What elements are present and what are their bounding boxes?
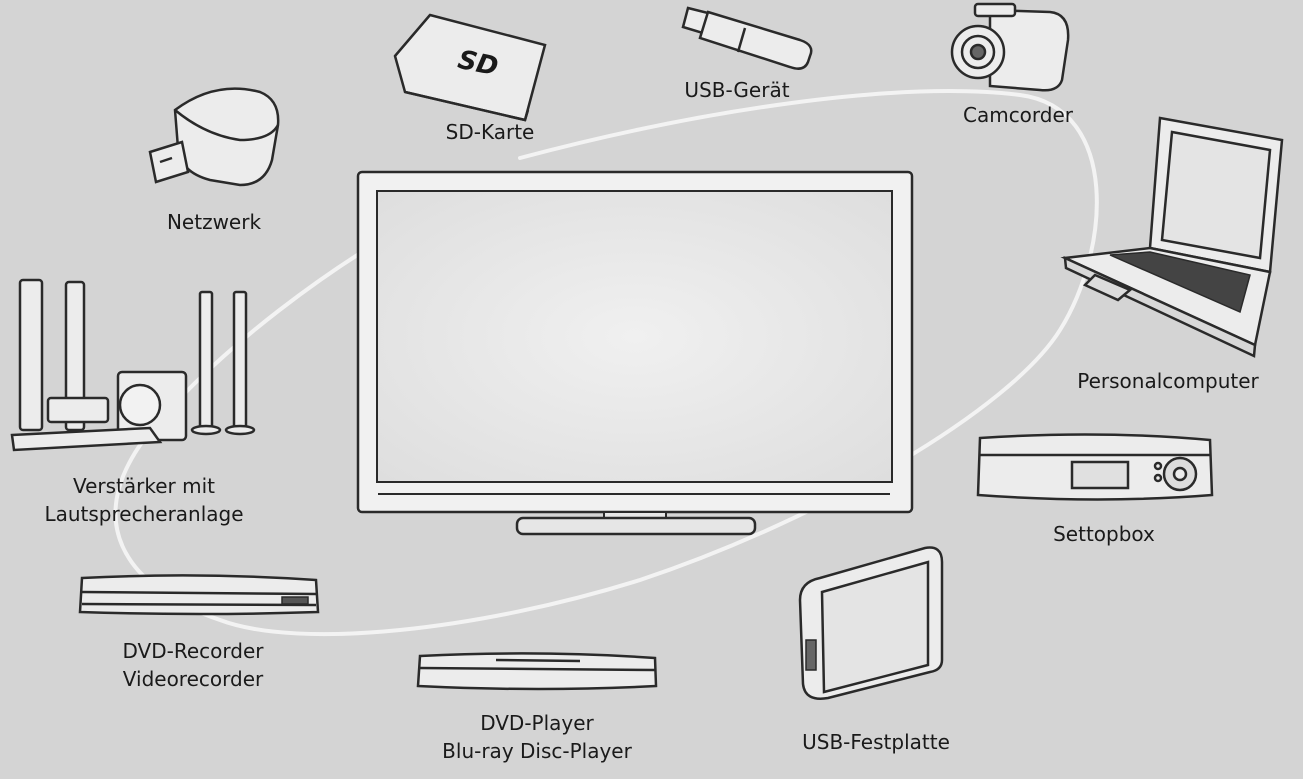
label-personal-computer: Personalcomputer: [1077, 369, 1259, 393]
laptop-icon: [1060, 116, 1284, 358]
label-usb-hdd: USB-Festplatte: [802, 730, 950, 754]
label-dvd-recorder: DVD-Recorder Videorecorder: [123, 637, 264, 693]
label-dvd-player-line2: Blu-ray Disc-Player: [442, 739, 632, 763]
usb-stick-icon: [681, 6, 813, 70]
camcorder-icon: [950, 2, 1070, 92]
wireless-adapter-icon: [148, 87, 280, 187]
label-settop-box: Settopbox: [1053, 522, 1155, 546]
label-dvd-recorder-line1: DVD-Recorder: [122, 639, 264, 663]
label-dvd-player: DVD-Player Blu-ray Disc-Player: [442, 709, 632, 765]
bluray-player-icon: [416, 652, 658, 691]
television-icon: [356, 170, 914, 536]
label-amplifier-line2: Lautsprecheranlage: [44, 502, 244, 526]
sd-card-icon: SD: [393, 13, 547, 122]
speaker-system-icon: [10, 278, 256, 452]
label-sd-card: SD-Karte: [445, 120, 535, 144]
label-dvd-recorder-line2: Videorecorder: [122, 667, 264, 691]
label-camcorder: Camcorder: [962, 103, 1074, 127]
label-usb-device: USB-Gerät: [684, 78, 790, 102]
label-amplifier-line1: Verstärker mit: [72, 474, 216, 498]
label-network: Netzwerk: [166, 210, 262, 234]
usb-hard-drive-icon: [798, 546, 944, 700]
label-amplifier: Verstärker mit Lautsprecheranlage: [44, 472, 243, 528]
label-dvd-player-line1: DVD-Player: [480, 711, 594, 735]
settop-box-icon: [976, 433, 1214, 501]
dvd-recorder-icon: [78, 574, 320, 616]
